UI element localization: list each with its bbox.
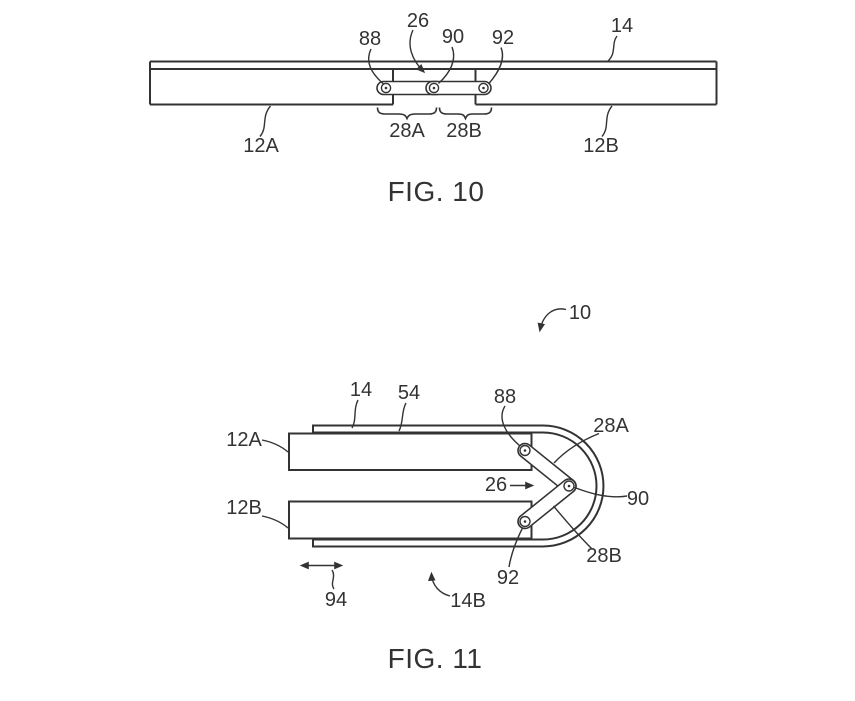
fig11-hinge-link-lower: [517, 478, 577, 530]
fig11-leader-90: [574, 486, 628, 498]
fig10-leader-12A: [259, 105, 272, 137]
fig10-brace-28A: [376, 107, 438, 121]
fig11-label-14: 14: [349, 379, 373, 401]
fig10-drawing: [149, 29, 718, 137]
fig11-caption: FIG. 11: [387, 643, 483, 674]
fig11-leader-12B: [261, 515, 289, 529]
fig10-leader-92: [487, 47, 504, 85]
fig11-label-14B: 14B: [450, 590, 486, 612]
fig10-leader-14: [607, 35, 618, 63]
fig10-leader-12B: [601, 105, 613, 137]
fig11-leader-54: [398, 402, 407, 432]
fig10-leader-90: [438, 46, 455, 85]
fig11-leader-88: [501, 405, 521, 447]
fig11-label-26: 26: [484, 474, 508, 496]
fig11-housing-upper: [288, 432, 533, 471]
fig10-leader-88: [367, 48, 384, 85]
fig11-leader-10-arrow: [537, 308, 567, 333]
fig10-leader-26-arrow: [409, 29, 426, 74]
fig10-hinge-link-right: [425, 80, 492, 96]
fig11-housing-lower: [288, 500, 533, 540]
fig11-leader-92: [508, 527, 524, 568]
fig10-brace-28B: [438, 107, 493, 121]
fig10-label-12A: 12A: [243, 135, 279, 157]
fig11-label-54: 54: [397, 382, 421, 404]
fig11-label-12B: 12B: [226, 497, 262, 519]
fig11-label-92: 92: [496, 567, 520, 589]
fig11-label-10: 10: [568, 302, 592, 324]
fig10-label-14: 14: [610, 15, 634, 37]
fig11-leader-28B: [552, 505, 593, 550]
fig10-label-28B: 28B: [446, 120, 482, 142]
fig11-display-outline: [312, 424, 605, 548]
fig11-leader-12A: [261, 439, 289, 453]
fig10-label-28A: 28A: [389, 120, 425, 142]
fig10-label-92: 92: [491, 27, 515, 49]
fig11-label-12A: 12A: [226, 429, 262, 451]
fig10-label-12B: 12B: [583, 135, 619, 157]
fig10-label-88: 88: [358, 28, 382, 50]
fig11-leader-14: [351, 399, 359, 429]
fig10-caption: FIG. 10: [387, 176, 485, 207]
fig10-label-26: 26: [406, 10, 430, 32]
fig11-label-88: 88: [493, 386, 517, 408]
fig11-drawing: [261, 308, 628, 597]
fig11-leader-14B-arrow: [427, 571, 451, 597]
fig11-leader-94: [331, 569, 335, 590]
fig11-leader-28A: [553, 432, 600, 464]
fig11-label-94: 94: [324, 589, 348, 611]
fig10-label-90: 90: [441, 26, 465, 48]
fig11-label-28B: 28B: [586, 545, 622, 567]
fig11-label-90: 90: [626, 488, 650, 510]
fig11-label-28A: 28A: [593, 415, 629, 437]
